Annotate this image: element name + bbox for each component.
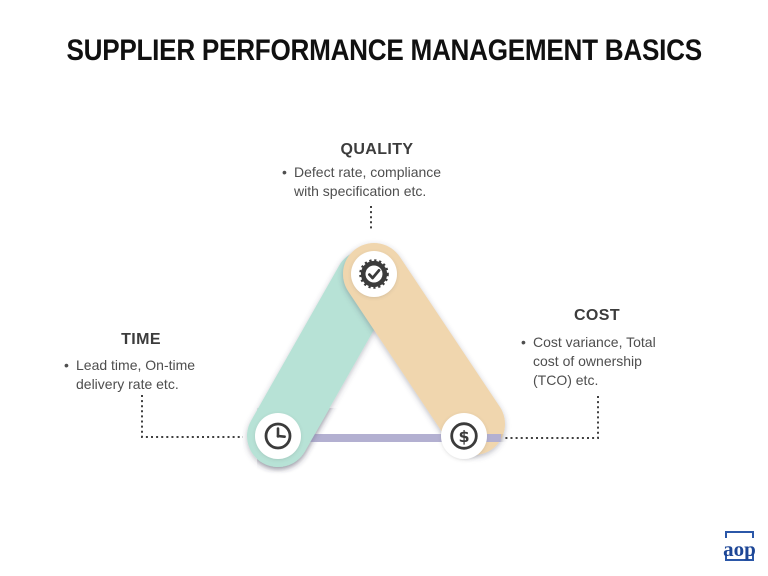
bullet-icon: • bbox=[64, 357, 69, 373]
cost-connector bbox=[503, 396, 599, 439]
logo-frame-top bbox=[725, 531, 754, 538]
aop-logo: aop bbox=[723, 531, 756, 561]
time-connector bbox=[141, 395, 243, 438]
dollar-symbol: $ bbox=[458, 427, 469, 446]
quality-line-1: Defect rate, compliance bbox=[294, 164, 442, 180]
quality-line-2: with specification etc. bbox=[294, 183, 427, 199]
cost-description: • Cost variance, Total cost of ownership… bbox=[521, 333, 656, 390]
quality-heading: QUALITY bbox=[340, 141, 414, 158]
cost-line-1: Cost variance, Total bbox=[533, 334, 656, 350]
clock-icon bbox=[264, 422, 292, 450]
badge-checkmark bbox=[368, 269, 381, 280]
bullet-icon: • bbox=[521, 334, 526, 350]
logo-text: aop bbox=[723, 537, 756, 561]
cost-description-text: Cost variance, Total cost of ownership (… bbox=[533, 333, 656, 390]
quality-icon-circle bbox=[351, 251, 397, 297]
page-title: SUPPLIER PERFORMANCE MANAGEMENT BASICS bbox=[0, 34, 768, 68]
time-heading: TIME bbox=[121, 331, 161, 348]
badge-ring bbox=[360, 260, 388, 288]
quality-description: • Defect rate, compliance with specifica… bbox=[282, 163, 441, 201]
time-line-1: Lead time, On-time bbox=[76, 357, 196, 373]
cost-line-3: (TCO) etc. bbox=[533, 372, 599, 388]
page-title-text: SUPPLIER PERFORMANCE MANAGEMENT BASICS bbox=[66, 34, 702, 67]
time-line-2: delivery rate etc. bbox=[76, 376, 179, 392]
right-bar-tan bbox=[343, 243, 505, 455]
time-description-text: Lead time, On-time delivery rate etc. bbox=[76, 356, 195, 394]
time-description: • Lead time, On-time delivery rate etc. bbox=[64, 356, 195, 394]
dollar-icon: $ bbox=[450, 422, 478, 450]
dollar-ring bbox=[450, 422, 478, 450]
bullet-icon: • bbox=[282, 164, 287, 180]
clock-hour-hand bbox=[276, 434, 286, 438]
cost-line-2: cost of ownership bbox=[533, 353, 642, 369]
quality-description-text: Defect rate, compliance with specificati… bbox=[294, 163, 441, 201]
cost-heading: COST bbox=[573, 307, 621, 324]
badge-check-icon bbox=[359, 259, 389, 289]
logo-frame-bottom bbox=[725, 554, 754, 561]
